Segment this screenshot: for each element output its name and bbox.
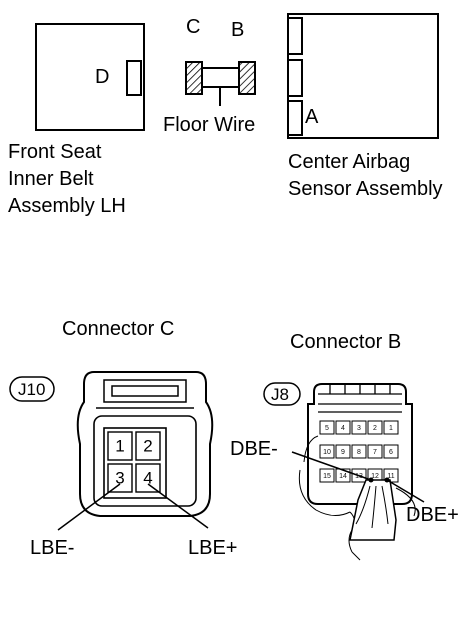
connector-b-cell-2 — [367, 420, 383, 435]
connector-c-label-left: LBE- — [30, 537, 74, 559]
floor-wire-connector-c — [185, 61, 203, 95]
connector-b-pin-8: 8 — [357, 449, 361, 456]
connector-b-view: Connector B J8 5 4 3 2 1 — [230, 331, 459, 561]
floor-wire: C B Floor Wire — [163, 16, 256, 136]
connector-b-cell-10 — [319, 444, 335, 459]
connector-c-pin-2: 2 — [143, 436, 152, 455]
connector-c-pin-cell-2 — [135, 431, 161, 461]
label-c: C — [186, 16, 200, 38]
connector-b-pin-3: 3 — [357, 425, 361, 432]
connector-b-label-right: DBE+ — [406, 504, 459, 526]
connector-b-pin-6: 6 — [389, 449, 393, 456]
connector-c-latch — [103, 379, 187, 403]
connector-b-pin-12: 12 — [371, 473, 379, 480]
connector-c-code-badge — [9, 376, 55, 402]
connector-c-leader-left — [57, 483, 121, 531]
connector-c-pin-4: 4 — [143, 468, 152, 487]
connector-b-label-left: DBE- — [230, 438, 278, 460]
connector-b-pin-14: 14 — [339, 473, 347, 480]
connector-b-pin-11: 11 — [387, 473, 394, 480]
connector-c-pin-cell-1 — [107, 431, 133, 461]
label-a: A — [305, 106, 319, 128]
front-seat-caption-line2: Inner Belt — [8, 168, 94, 190]
center-airbag-port-1 — [287, 17, 303, 55]
connector-b-pin-5: 5 — [325, 425, 329, 432]
connector-b-cell-14 — [335, 468, 351, 483]
center-airbag-port-2 — [287, 59, 303, 97]
connector-b-cell-5 — [319, 420, 335, 435]
connector-b-cell-6 — [383, 444, 399, 459]
front-seat-body — [35, 23, 145, 131]
connector-c-pin-cell-4 — [135, 463, 161, 493]
connector-b-title: Connector B — [290, 331, 401, 353]
connector-c-code: J10 — [18, 380, 45, 399]
connector-b-cell-3 — [351, 420, 367, 435]
label-b: B — [231, 19, 244, 41]
connector-b-pin-4: 4 — [341, 425, 345, 432]
connector-b-cell-8 — [351, 444, 367, 459]
connector-b-row-2: 10 9 8 7 6 — [319, 444, 399, 459]
front-seat-caption-line3: Assembly LH — [8, 195, 126, 217]
front-seat-caption-line1: Front Seat — [8, 141, 102, 163]
connector-b-cell-7 — [367, 444, 383, 459]
connector-b-code-badge — [263, 382, 301, 406]
connector-c-pin-3: 3 — [115, 468, 124, 487]
connector-b-code: J8 — [271, 385, 289, 404]
connector-b-ribs — [318, 384, 402, 413]
center-airbag-sensor-assembly: A Center Airbag Sensor Assembly — [287, 13, 443, 200]
label-d: D — [95, 66, 109, 88]
connector-c-title: Connector C — [62, 318, 174, 340]
connector-b-pin-15: 15 — [323, 473, 331, 480]
connector-b-cell-4 — [335, 420, 351, 435]
connector-b-cell-9 — [335, 444, 351, 459]
connector-c-label-right: LBE+ — [188, 537, 237, 559]
center-airbag-caption-line1: Center Airbag — [288, 151, 410, 173]
connector-b-pin-9: 9 — [341, 449, 345, 456]
connector-b-probe — [349, 479, 397, 541]
connector-b-pin-7: 7 — [373, 449, 377, 456]
center-airbag-connector-a — [287, 100, 303, 136]
connector-b-leader-right — [386, 479, 425, 503]
floor-wire-harness — [201, 67, 240, 88]
floor-wire-connector-b — [238, 61, 256, 95]
connector-b-pin-10: 10 — [323, 449, 331, 456]
connector-b-pin-2: 2 — [373, 425, 377, 432]
front-seat-inner-belt-assembly: D Front Seat Inner Belt Assembly LH — [8, 23, 145, 217]
connector-b-probe-wires — [355, 485, 389, 529]
connector-b-leader-left — [291, 451, 372, 481]
connector-b-cell-1 — [383, 420, 399, 435]
connector-b-row-1: 5 4 3 2 1 — [319, 420, 399, 435]
floor-wire-caption: Floor Wire — [163, 114, 255, 136]
connector-c-pin-1: 1 — [115, 436, 124, 455]
front-seat-connector-d — [126, 60, 142, 96]
connector-b-cell-15 — [319, 468, 335, 483]
connector-c-leader-right — [147, 483, 209, 529]
center-airbag-caption-line2: Sensor Assembly — [288, 178, 443, 200]
connector-c-pin-cell-3 — [107, 463, 133, 493]
connector-c-view: Connector C J10 1 2 3 4 LBE- LBE+ — [9, 318, 237, 559]
connector-b-pin-1: 1 — [389, 425, 393, 432]
